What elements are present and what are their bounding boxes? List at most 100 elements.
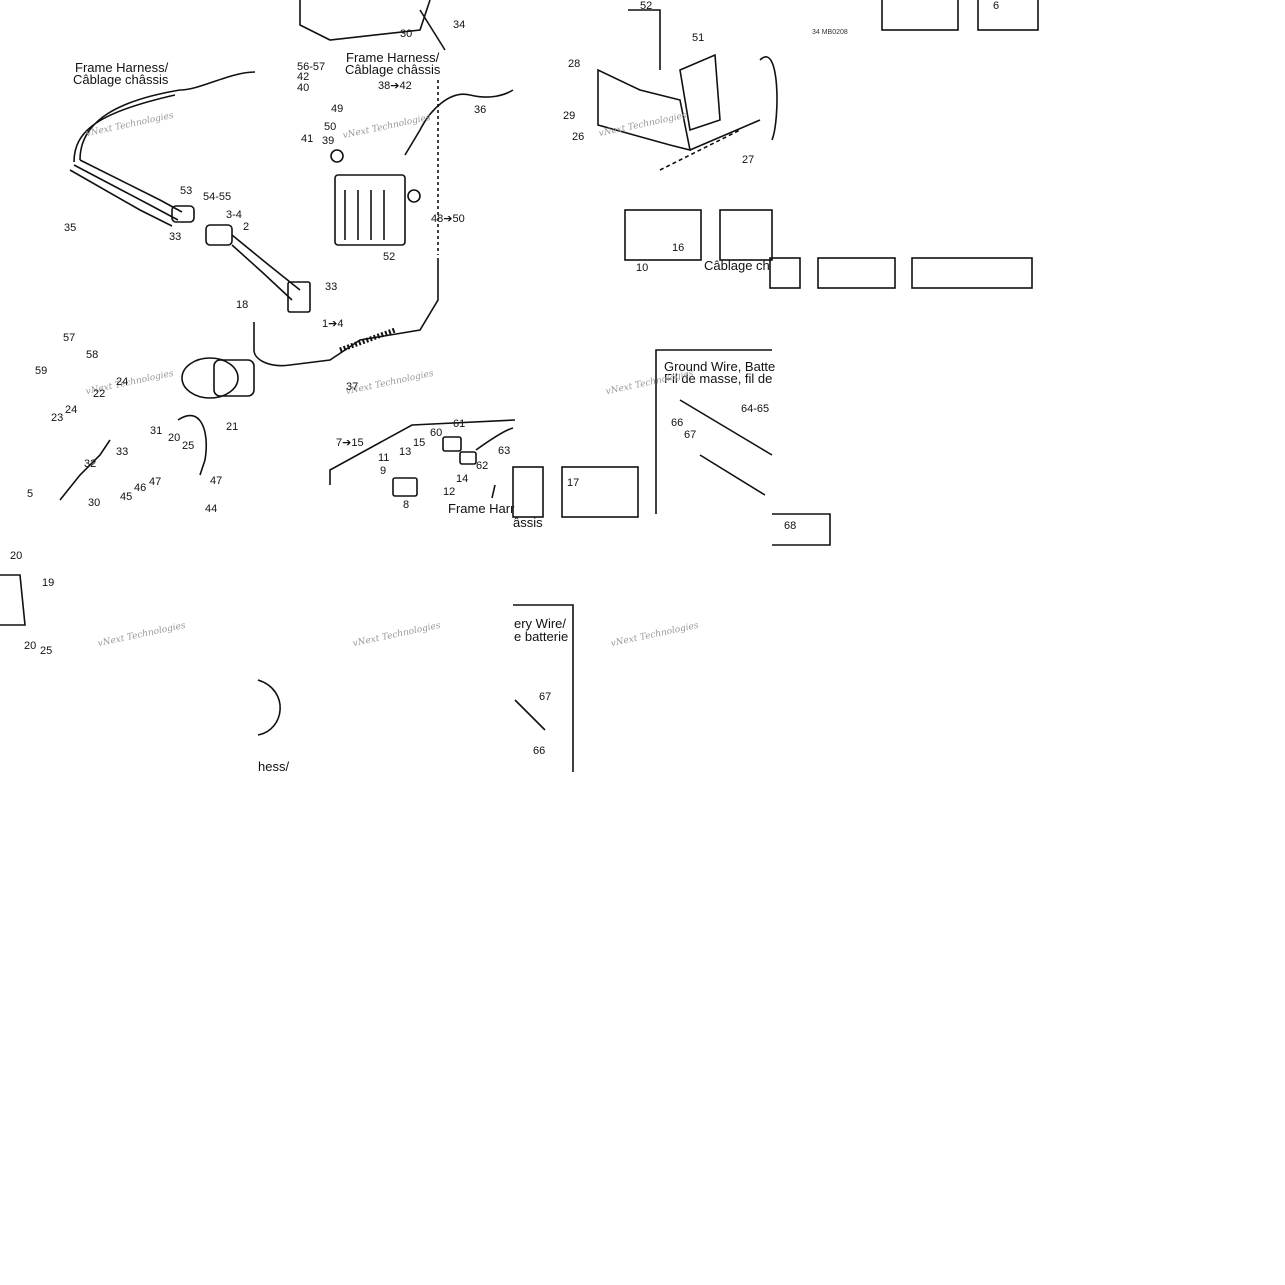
connector-53 (171, 205, 195, 223)
part-label: 10 (636, 262, 649, 274)
part-label: 39 (322, 135, 335, 147)
part-label: 62 (476, 460, 489, 472)
cover-51 (679, 53, 721, 132)
part-label: 22 (93, 388, 106, 400)
part-label: 20 (10, 550, 23, 562)
part-label: 12 (443, 486, 456, 498)
part-label: 51 (692, 32, 705, 44)
part-label: 37 (346, 381, 359, 393)
battery-bracket (597, 68, 692, 152)
part-label: 11 (378, 452, 390, 464)
part-label: 1➔4 (322, 318, 344, 330)
part-label: 26 (572, 131, 585, 143)
part-label: 56-57 (297, 61, 326, 73)
part-label: 47 (210, 475, 223, 487)
part-label: 23 (51, 412, 64, 424)
part-label: 5 (27, 488, 34, 500)
caption-cablage-c: Câblage ch (704, 258, 770, 273)
part-label: 19 (42, 577, 55, 589)
part-label: 33 (325, 281, 338, 293)
frame-harness-wire (79, 71, 256, 161)
caption-ery-wire: ery Wire/ (514, 616, 566, 631)
caption-frame-harness-a: Frame Harness/ (75, 60, 169, 75)
part-label: 59 (35, 365, 48, 377)
caption-assis: âssis (513, 515, 543, 530)
part-label: 61 (453, 418, 466, 430)
part-label: 2 (243, 221, 250, 233)
caption-fil-masse: Fil de masse, fil de (664, 371, 773, 386)
part-label: 42 (297, 71, 310, 83)
part-label: 7➔15 (336, 437, 364, 449)
part-label: 20 (24, 640, 37, 652)
part-label: 52 (640, 0, 653, 12)
part-label: 58 (86, 349, 99, 361)
part-label: 6 (993, 0, 1000, 12)
part-label: 27 (742, 154, 755, 166)
part-label: 38➔42 (378, 80, 412, 92)
part-label: 3-4 (226, 209, 242, 221)
part-label: 30 (88, 497, 101, 509)
caption-frame-harr: Frame Harr (448, 501, 515, 516)
part-label: 14 (456, 473, 469, 485)
part-label: 44 (205, 503, 218, 515)
part-label: 33 (169, 231, 182, 243)
part-label: 64-65 (741, 403, 770, 415)
part-label: 60 (430, 427, 443, 439)
part-label: 41 (301, 133, 314, 145)
part-label: 47 (149, 476, 162, 488)
part-label: 24 (65, 404, 78, 416)
part-label: 53 (180, 185, 193, 197)
caption-hess: hess/ (258, 759, 290, 774)
part-label: 36 (474, 104, 487, 116)
caption-e-batterie: e batterie (514, 629, 569, 644)
caption-cablage-b: Câblage châssis (345, 62, 441, 77)
part-label: 66 (671, 417, 684, 429)
part-label: 30 (400, 28, 413, 40)
ground-wire (679, 399, 773, 456)
part-label: 25 (40, 645, 53, 657)
part-label: 29 (563, 110, 576, 122)
part-label: 15 (413, 437, 426, 449)
part-label: 54-55 (203, 191, 232, 203)
caption-frame-harness-b: Frame Harness/ (346, 50, 440, 65)
caption-ground-wire: Ground Wire, Batte (664, 359, 776, 374)
part-label: 20 (168, 432, 181, 444)
positive-terminal-icon (330, 149, 344, 163)
drawing-code: 34 MB0208 (812, 29, 848, 36)
part-label: 24 (116, 376, 129, 388)
part-label: 13 (399, 446, 412, 458)
part-label: 52 (383, 251, 396, 263)
part-label: 48➔50 (431, 213, 465, 225)
part-label: 50 (324, 121, 337, 133)
part-label: 45 (120, 491, 133, 503)
part-label: 66 (533, 745, 546, 757)
part-label: 17 (567, 477, 580, 489)
part-label: 18 (236, 299, 249, 311)
part-label: 67 (684, 429, 697, 441)
part-label: 16 (672, 242, 685, 254)
part-label: 35 (64, 222, 77, 234)
connector-54-55 (205, 224, 233, 246)
part-label: 9 (380, 465, 387, 477)
part-label: 28 (568, 58, 581, 70)
part-label: 40 (297, 82, 310, 94)
part-label: 31 (150, 425, 163, 437)
part-label: 8 (403, 499, 410, 511)
part-label: 46 (134, 482, 147, 494)
heat-shield (299, 0, 431, 41)
negative-terminal-icon (407, 189, 421, 203)
battery (334, 174, 406, 246)
caption-cablage-a: Câblage châssis (73, 72, 169, 87)
part-label: 68 (784, 520, 797, 532)
part-label: 34 (453, 19, 466, 31)
part-label: 21 (226, 421, 239, 433)
engine-side (759, 56, 778, 141)
regulator-1-4 (287, 281, 311, 313)
part-label: 49 (331, 103, 344, 115)
part-label: 33 (116, 446, 129, 458)
part-label: 67 (539, 691, 552, 703)
part-label: 32 (84, 458, 97, 470)
part-label: 25 (182, 440, 195, 452)
part-label: 57 (63, 332, 76, 344)
